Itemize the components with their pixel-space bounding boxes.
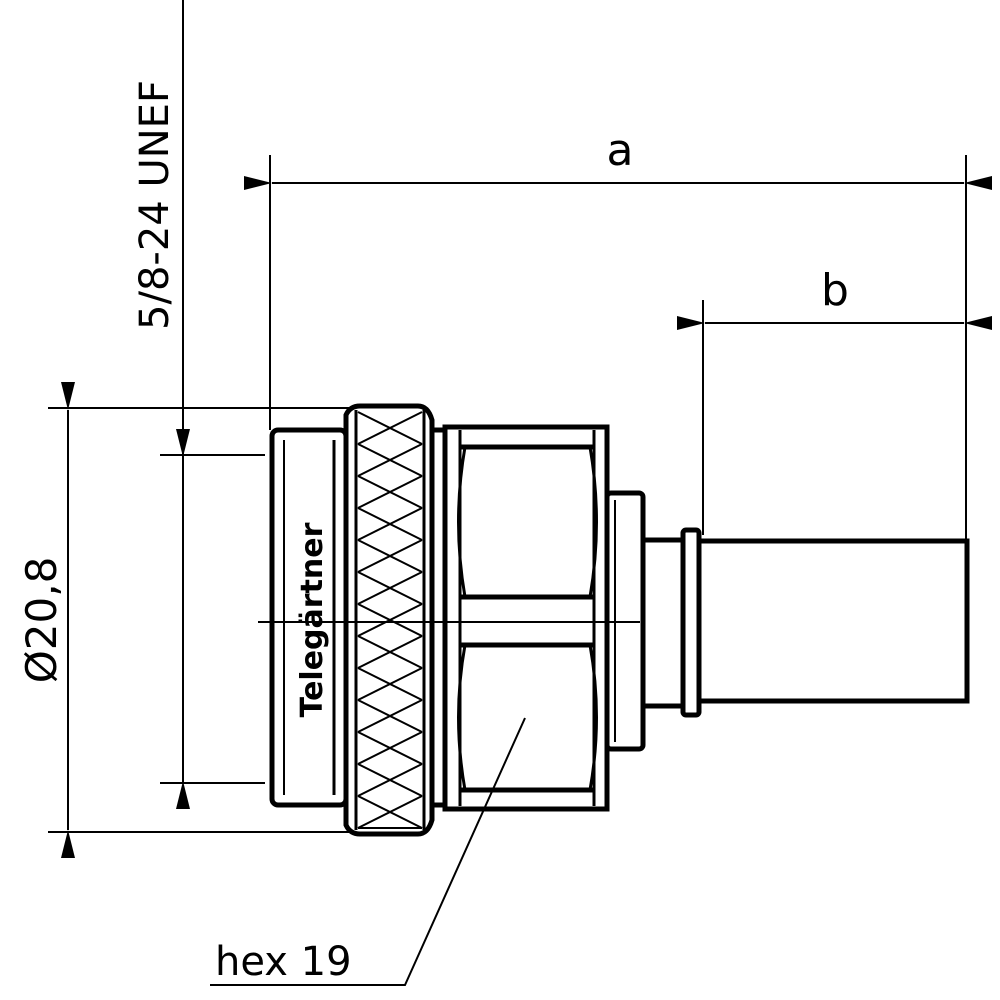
knurl-line <box>357 411 423 445</box>
knurl-line <box>357 475 423 509</box>
label-a: a <box>607 125 634 176</box>
knurl-line <box>357 507 423 541</box>
label-b: b <box>821 265 849 316</box>
knurl-line <box>357 635 423 669</box>
label-diameter: Ø20,8 <box>17 557 66 684</box>
knurl-line <box>357 571 423 605</box>
label-thread: 5/8-24 UNEF <box>132 80 178 330</box>
knurl-line <box>357 699 423 733</box>
knurl-line <box>357 603 423 637</box>
dimension-diameter <box>48 382 350 858</box>
knurl-line <box>357 795 423 829</box>
hex-leader-line <box>210 717 526 986</box>
knurl-line <box>357 539 423 573</box>
dimension-b <box>677 300 992 535</box>
connector-body <box>269 403 970 837</box>
knurled-nut <box>343 403 435 837</box>
dimension-a <box>244 155 992 545</box>
knurl-pattern <box>357 411 423 829</box>
knurl-line <box>357 443 423 477</box>
label-hex: hex 19 <box>215 939 352 985</box>
dimension-thread <box>160 0 265 809</box>
body-step <box>640 537 686 709</box>
brand-logo: Telegärtner <box>295 522 330 717</box>
hex-nut <box>442 424 610 812</box>
knurl-line <box>357 731 423 765</box>
knurl-line <box>357 667 423 701</box>
crimp-ferrule <box>696 538 970 704</box>
knurl-line <box>357 763 423 797</box>
